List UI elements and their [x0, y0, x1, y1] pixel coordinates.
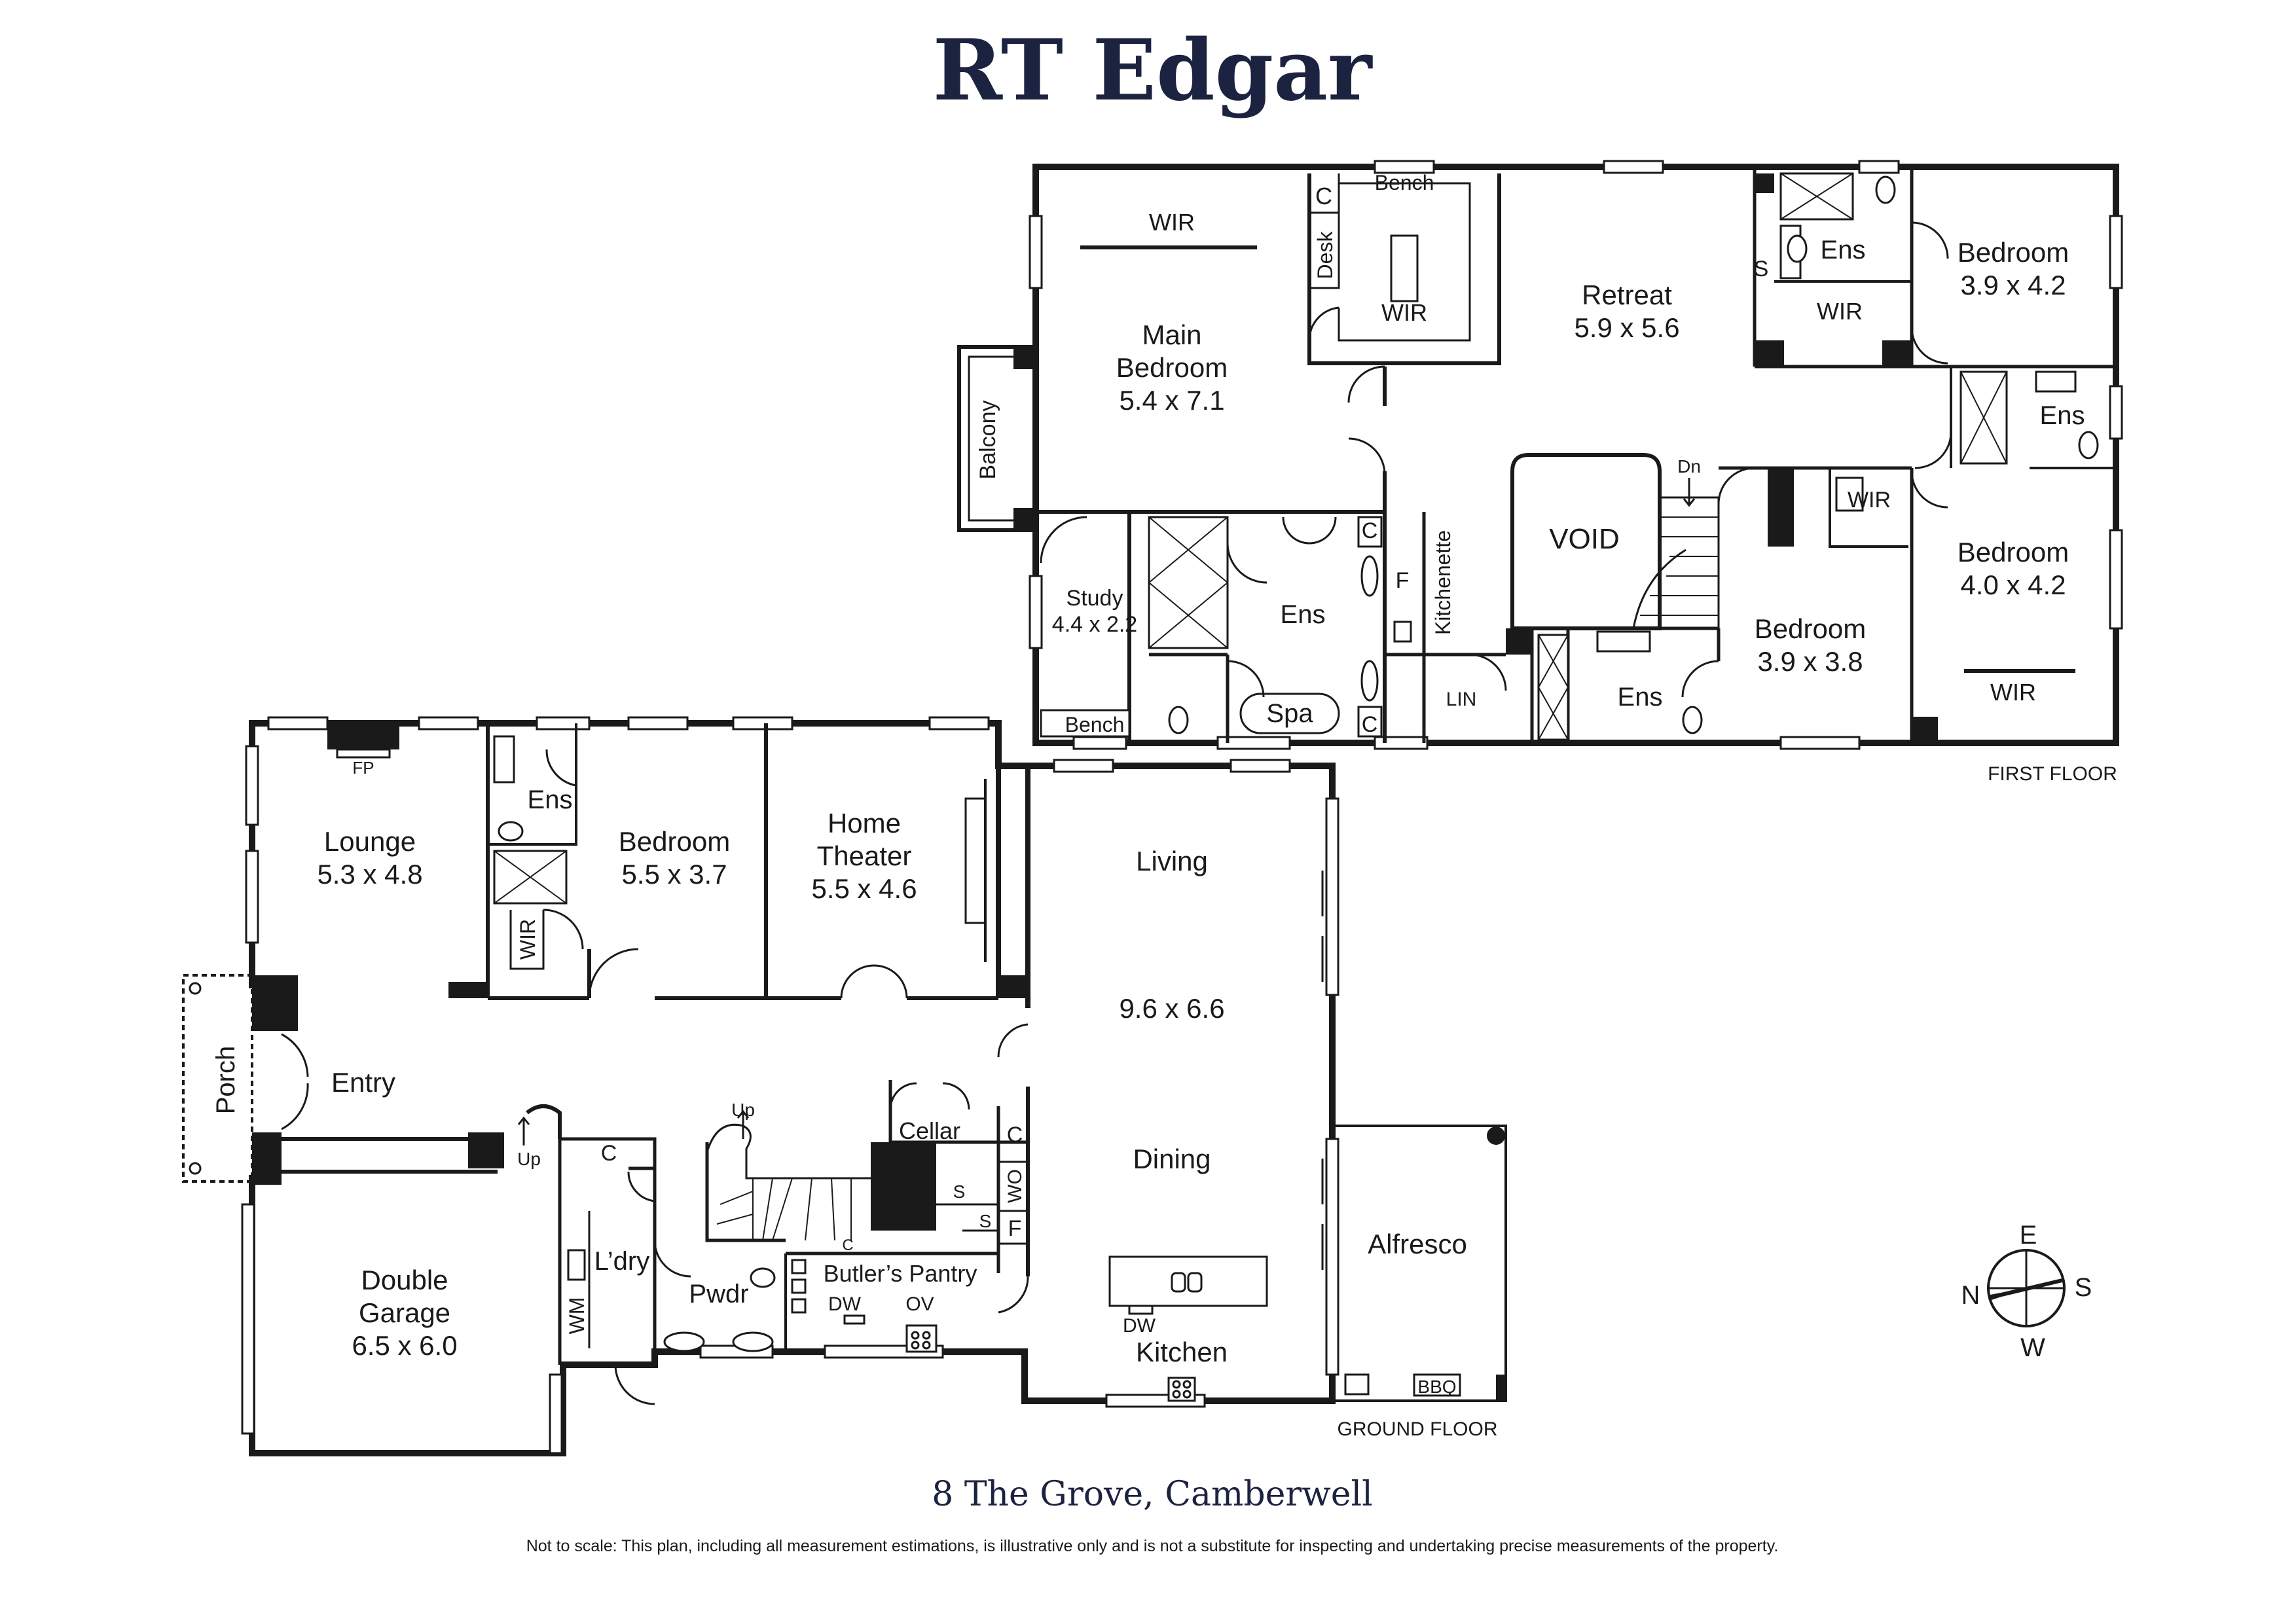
fp-label: FP [352, 758, 374, 778]
c-2-label: C [842, 1236, 853, 1254]
main-wir-label: WIR [1149, 209, 1195, 236]
living-dims: 9.6 x 6.6 [1119, 993, 1224, 1024]
dw-kitchen-label: DW [1123, 1315, 1156, 1337]
bench-top-label: Bench [1375, 171, 1434, 194]
ground-floor-labels: FP Lounge 5.3 x 4.8 Ens WIR Bedroom 5.5 … [211, 758, 1498, 1440]
entry-label: Entry [331, 1067, 395, 1098]
butlers-pantry-label: Butler’s Pantry [824, 1260, 977, 1287]
wir-bottom-label: WIR [1990, 679, 2036, 706]
first-floor-label: FIRST FLOOR [1988, 763, 2117, 785]
ov-label: OV [905, 1293, 934, 1315]
main-bedroom-name-2: Bedroom [1116, 352, 1228, 383]
kitchen-label: Kitchen [1136, 1337, 1228, 1367]
first-floor-plan [957, 160, 2123, 750]
bedroom-ground-name: Bedroom [619, 826, 730, 857]
double-garage-dims: 6.5 x 6.0 [352, 1330, 457, 1361]
retreat-name: Retreat [1582, 279, 1672, 310]
bedroom-mid-name: Bedroom [1755, 613, 1866, 644]
cellar-label: Cellar [899, 1117, 960, 1144]
ens-right-label: Ens [2040, 401, 2085, 430]
brand-logo: RT Edgar [933, 22, 1373, 120]
ens-ground-label: Ens [528, 785, 573, 814]
bedroom-ne-name: Bedroom [1958, 237, 2069, 268]
main-bedroom-name-1: Main [1142, 319, 1201, 350]
s-1-label: S [953, 1181, 966, 1202]
lounge-name: Lounge [324, 826, 416, 857]
compass-e: E [2020, 1221, 2037, 1250]
c-top-label: C [1315, 183, 1332, 209]
living-label: Living [1136, 846, 1208, 876]
disclaimer: Not to scale: This plan, including all m… [526, 1537, 1779, 1555]
bedroom-se-dims: 4.0 x 4.2 [1960, 569, 2066, 600]
bedroom-ground-dims: 5.5 x 3.7 [621, 859, 727, 890]
compass-n: N [1961, 1281, 1980, 1310]
ens-top-label: Ens [1821, 236, 1866, 264]
wo-label: WO [1004, 1169, 1026, 1203]
double-garage-name-2: Garage [359, 1297, 450, 1328]
lounge-dims: 5.3 x 4.8 [317, 859, 422, 890]
ens-mid-label: Ens [1618, 683, 1663, 712]
c-ens-top-label: C [1362, 518, 1378, 543]
pwdr-label: Pwdr [689, 1280, 748, 1308]
dw-label: DW [828, 1293, 862, 1315]
bedroom-mid-dims: 3.9 x 3.8 [1757, 646, 1863, 677]
c-1-label: C [1007, 1123, 1023, 1147]
dn-label: Dn [1677, 456, 1701, 477]
wir-ens-top-label: WIR [1817, 298, 1863, 325]
wir-mid-label: WIR [1848, 488, 1891, 513]
study-dims: 4.4 x 2.2 [1052, 612, 1137, 637]
main-bedroom-dims: 5.4 x 7.1 [1119, 385, 1224, 416]
home-theater-dims: 5.5 x 4.6 [811, 873, 917, 904]
retreat-dims: 5.9 x 5.6 [1574, 312, 1679, 343]
wir-ground-label: WIR [516, 919, 539, 960]
bedroom-se-name: Bedroom [1958, 537, 2069, 568]
study-name: Study [1066, 586, 1123, 611]
c-ens-bottom-label: C [1362, 712, 1378, 737]
home-theater-name-2: Theater [817, 840, 912, 871]
void-label: VOID [1549, 523, 1620, 555]
up-2-label: Up [731, 1100, 755, 1120]
alfresco-label: Alfresco [1368, 1229, 1467, 1259]
s-ens-label: S [1754, 257, 1769, 281]
first-floor-labels: WIR C Bench Desk WIR Main Bedroom 5.4 x … [975, 171, 2117, 785]
f-ground-label: F [1008, 1216, 1022, 1241]
address: 8 The Grove, Camberwell [932, 1475, 1373, 1514]
f-label: F [1396, 568, 1410, 593]
lin-label: LIN [1446, 689, 1477, 710]
balcony-label: Balcony [975, 401, 1000, 480]
compass: E S W N [1961, 1221, 2092, 1362]
dining-label: Dining [1133, 1144, 1211, 1174]
spa-label: Spa [1266, 699, 1313, 728]
up-1-label: Up [517, 1149, 541, 1169]
bbq-label: BBQ [1417, 1377, 1456, 1397]
bench-study-label: Bench [1065, 713, 1125, 736]
wir-2-label: WIR [1381, 299, 1427, 326]
double-garage-name-1: Double [361, 1265, 448, 1295]
s-2-label: S [979, 1211, 992, 1231]
home-theater-name-1: Home [828, 808, 901, 838]
compass-s: S [2075, 1273, 2092, 1302]
ground-floor-plan [182, 716, 1507, 1456]
porch-label: Porch [211, 1046, 240, 1115]
kitchenette-label: Kitchenette [1431, 530, 1455, 635]
ldry-label: L’dry [594, 1247, 650, 1276]
compass-w: W [2020, 1333, 2045, 1362]
bedroom-ne-dims: 3.9 x 4.2 [1960, 270, 2066, 300]
c-3-label: C [601, 1141, 617, 1166]
wm-label: WM [565, 1297, 589, 1335]
ground-floor-label: GROUND FLOOR [1337, 1418, 1497, 1440]
ens-main-label: Ens [1281, 600, 1326, 629]
desk-label: Desk [1313, 231, 1337, 279]
